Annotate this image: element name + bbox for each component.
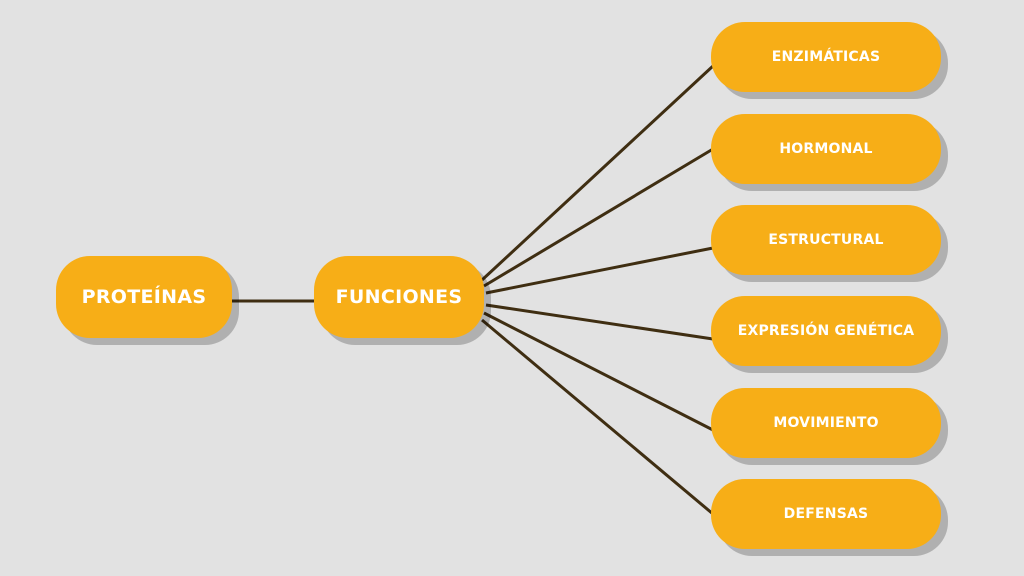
node-proteinas: PROTEÍNAS	[56, 256, 232, 338]
node-label: EXPRESIÓN GENÉTICA	[737, 323, 915, 339]
node-label: MOVIMIENTO	[773, 415, 879, 431]
node-label: HORMONAL	[779, 141, 873, 157]
node-enzimaticas: ENZIMÁTICAS	[711, 22, 941, 92]
node-defensas: DEFENSAS	[711, 479, 941, 549]
node-estructural: ESTRUCTURAL	[711, 205, 941, 275]
node-label: ESTRUCTURAL	[768, 232, 884, 248]
node-hormonal: HORMONAL	[711, 114, 941, 184]
connector-hub-leaf-3	[485, 303, 714, 341]
connector-hub-leaf-0	[480, 64, 715, 282]
node-label: PROTEÍNAS	[81, 286, 207, 308]
node-movimiento: MOVIMIENTO	[711, 388, 941, 458]
node-label: DEFENSAS	[783, 506, 869, 522]
connector-hub-leaf-4	[483, 311, 714, 432]
connector-hub-leaf-5	[481, 318, 714, 516]
node-label: FUNCIONES	[335, 286, 463, 308]
node-expresion-genetica: EXPRESIÓN GENÉTICA	[711, 296, 941, 366]
node-funciones: FUNCIONES	[314, 256, 484, 338]
connector-hub-leaf-1	[483, 147, 714, 288]
connector-hub-leaf-2	[485, 246, 714, 295]
node-label: ENZIMÁTICAS	[771, 49, 881, 65]
